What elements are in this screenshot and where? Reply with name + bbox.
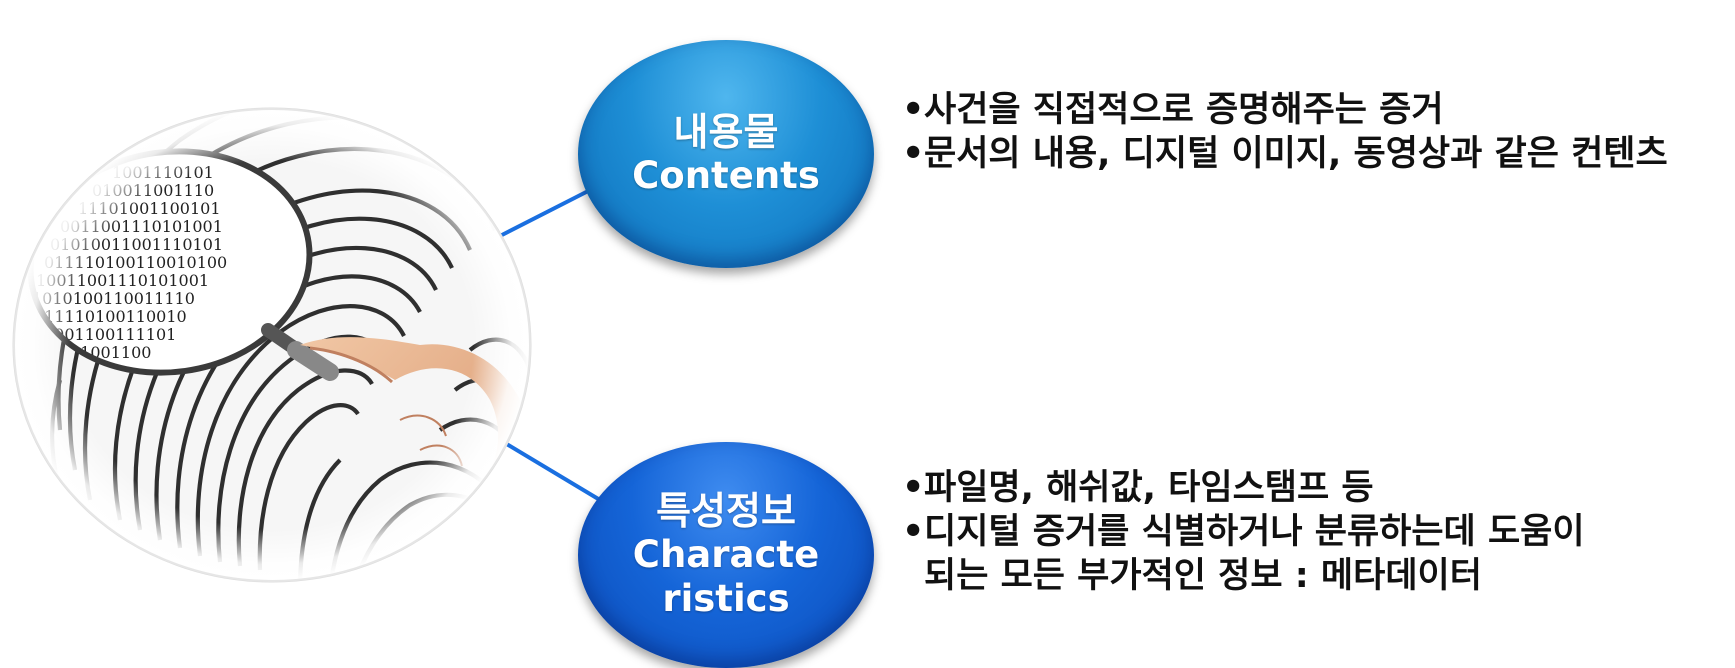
characteristics-bullet: 디지털 증거를 식별하거나 분류하는데 도움이 되는 모든 부가적인 정보 : … [902, 510, 1585, 598]
connector-line-contents [499, 184, 599, 238]
contents-bullet: 사건을 직접적으로 증명해주는 증거 [902, 88, 1668, 132]
contents-bullet-list: 사건을 직접적으로 증명해주는 증거 문서의 내용, 디지털 이미지, 동영상과… [902, 88, 1668, 176]
contents-title-ko: 내용물 [673, 110, 779, 154]
contents-title-en: Contents [632, 154, 820, 197]
characteristics-title-en-line2: ristics [662, 577, 790, 620]
characteristics-bullet-list: 파일명, 해쉬값, 타임스탬프 등 디지털 증거를 식별하거나 분류하는데 도움… [902, 466, 1585, 598]
characteristics-bubble: 특성정보 Characte ristics [578, 442, 874, 668]
characteristics-title-en-line1: Characte [632, 533, 820, 576]
characteristics-title-ko: 특성정보 [656, 489, 796, 533]
contents-bullet: 문서의 내용, 디지털 이미지, 동영상과 같은 컨텐츠 [902, 132, 1668, 176]
characteristics-bullet: 파일명, 해쉬값, 타임스탬프 등 [902, 466, 1585, 510]
connector-line-characteristics [498, 438, 602, 502]
contents-bubble: 내용물 Contents [578, 40, 874, 268]
